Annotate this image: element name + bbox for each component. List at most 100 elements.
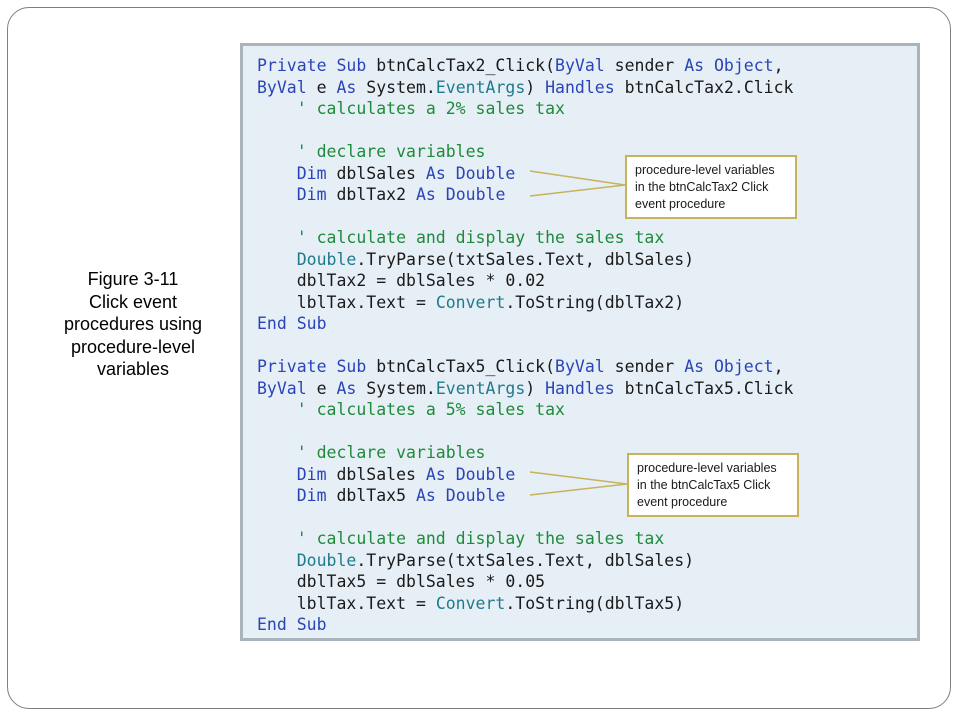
code-token: Private Sub	[257, 357, 377, 376]
code-token: e	[316, 77, 337, 97]
code-token: Dim	[257, 163, 337, 183]
code-line: dblTax2 = dblSales * 0.02	[257, 270, 794, 292]
code-line: dblTax5 = dblSales * 0.05	[257, 571, 794, 593]
code-token: Dim	[257, 464, 337, 484]
code-token: sender	[614, 357, 685, 376]
code-line: ' calculate and display the sales tax	[257, 528, 794, 550]
code-token: ' declare variables	[257, 443, 486, 462]
code-line: End Sub	[257, 614, 794, 636]
code-token: e	[316, 378, 337, 398]
code-line: Dim dblTax5 As Double	[257, 485, 794, 507]
code-token: dblTax2 = dblSales * 0.02	[257, 271, 546, 290]
code-token: ' calculates a 5% sales tax	[257, 400, 565, 419]
code-token: ByVal	[257, 378, 317, 398]
code-token: EventArgs	[435, 77, 526, 97]
code-token: As	[336, 77, 367, 97]
code-line: ByVal e As System.EventArgs) Handles btn…	[257, 77, 794, 99]
callout-line: procedure-level variables	[635, 163, 775, 177]
code-token: )	[525, 378, 546, 398]
code-token: btnCalcTax2.Click	[624, 77, 794, 97]
code-token: As	[684, 357, 714, 376]
code-token: ,	[773, 357, 784, 376]
callout-btncalctax2-variables: procedure-level variables in the btnCalc…	[625, 155, 797, 219]
code-line	[257, 120, 794, 142]
caption-text-line: procedures using	[63, 314, 203, 334]
code-token: dblSales	[336, 464, 426, 484]
code-token: Double	[257, 550, 357, 570]
code-token: System.	[366, 77, 436, 97]
code-token: lblTax.Text =	[257, 593, 436, 613]
code-line: lblTax.Text = Convert.ToString(dblTax2)	[257, 292, 794, 314]
code-token: ' calculates a 2% sales tax	[257, 99, 565, 118]
figure-caption: Figure 3-11 Click event procedures using…	[38, 268, 228, 381]
code-line: Dim dblSales As Double	[257, 163, 794, 185]
code-token: As	[684, 56, 714, 75]
code-token: dblTax2	[336, 185, 416, 204]
callout-line: event procedure	[635, 197, 726, 211]
code-token: As Double	[415, 486, 506, 505]
code-token: Object	[714, 357, 774, 376]
code-line: lblTax.Text = Convert.ToString(dblTax5)	[257, 593, 794, 615]
code-token: Private Sub	[257, 56, 377, 75]
callout-btncalctax5-variables: procedure-level variables in the btnCalc…	[627, 453, 799, 517]
code-token: As	[336, 378, 367, 398]
code-token: .ToString(dblTax5)	[505, 593, 685, 613]
code-line: ' calculate and display the sales tax	[257, 227, 794, 249]
code-token: ,	[773, 56, 784, 75]
code-token: ByVal	[555, 56, 615, 75]
caption-text-line: procedure-level	[70, 336, 196, 357]
code-token: Convert	[435, 593, 506, 613]
code-token: btnCalcTax5.Click	[624, 378, 794, 398]
code-token: End Sub	[257, 314, 327, 333]
code-line: Double.TryParse(txtSales.Text, dblSales)	[257, 249, 794, 271]
code-token: ByVal	[555, 357, 615, 376]
code-listing-panel: Private Sub btnCalcTax2_Click(ByVal send…	[240, 43, 920, 641]
callout-line: in the btnCalcTax2 Click	[635, 180, 769, 194]
code-block: Private Sub btnCalcTax2_Click(ByVal send…	[257, 55, 794, 636]
code-token: Object	[714, 56, 774, 75]
code-token: As Double	[415, 185, 506, 204]
code-token: End Sub	[257, 615, 327, 634]
code-token: btnCalcTax5_Click(	[376, 357, 556, 376]
code-token: sender	[614, 56, 685, 75]
code-line: End Sub	[257, 313, 794, 335]
code-token: ' calculate and display the sales tax	[257, 228, 665, 247]
code-token: btnCalcTax2_Click(	[376, 56, 556, 75]
caption-figure-number: Figure 3-11	[87, 269, 179, 289]
code-token: Dim	[257, 486, 337, 505]
code-line	[257, 335, 794, 357]
code-line: Dim dblTax2 As Double	[257, 184, 794, 206]
code-token: Handles	[545, 77, 625, 97]
code-line: Double.TryParse(txtSales.Text, dblSales)	[257, 550, 794, 572]
caption-text-line: variables	[96, 359, 170, 379]
code-token: As Double	[425, 464, 516, 484]
code-token: dblSales	[336, 163, 426, 183]
code-token: Handles	[545, 378, 625, 398]
code-token: .TryParse(txtSales.Text, dblSales)	[356, 550, 695, 570]
code-token: Double	[257, 249, 357, 269]
code-token: .TryParse(txtSales.Text, dblSales)	[356, 249, 695, 269]
callout-line: procedure-level variables	[637, 461, 777, 475]
code-token: EventArgs	[435, 378, 526, 398]
callout-line: in the btnCalcTax5 Click	[637, 478, 771, 492]
callout-line: event procedure	[637, 495, 728, 509]
code-token: dblTax5 = dblSales * 0.05	[257, 572, 546, 591]
code-token: dblTax5	[336, 486, 416, 505]
code-token: ByVal	[257, 77, 317, 97]
code-line: Private Sub btnCalcTax2_Click(ByVal send…	[257, 55, 794, 77]
code-line: ' calculates a 5% sales tax	[257, 399, 794, 421]
code-line	[257, 421, 794, 443]
code-token: Convert	[435, 292, 506, 312]
code-token: ' declare variables	[257, 142, 486, 161]
code-line: Dim dblSales As Double	[257, 464, 794, 486]
code-token: ' calculate and display the sales tax	[257, 529, 665, 548]
code-line: ' calculates a 2% sales tax	[257, 98, 794, 120]
code-line: ' declare variables	[257, 141, 794, 163]
code-token: .ToString(dblTax2)	[505, 292, 685, 312]
code-token: lblTax.Text =	[257, 292, 436, 312]
code-token: System.	[366, 378, 436, 398]
code-token: As Double	[425, 163, 516, 183]
code-line: ByVal e As System.EventArgs) Handles btn…	[257, 378, 794, 400]
code-token: )	[525, 77, 546, 97]
code-token: Dim	[257, 185, 337, 204]
